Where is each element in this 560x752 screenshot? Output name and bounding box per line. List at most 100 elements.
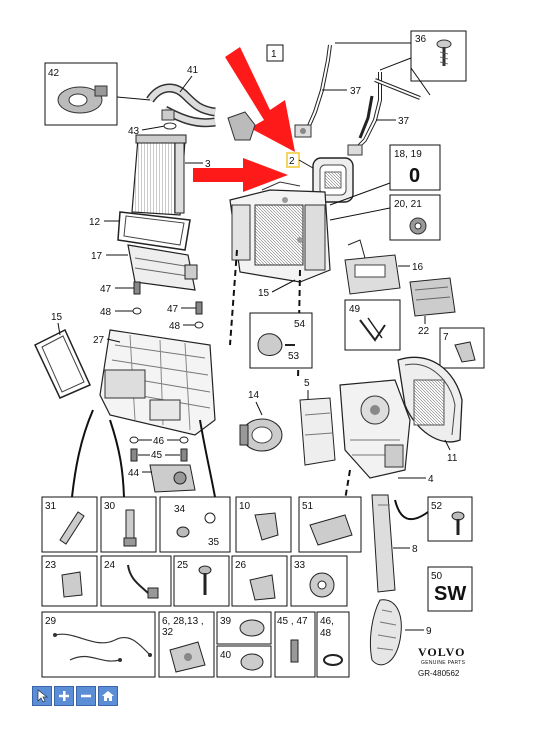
- box-40: 40: [216, 645, 272, 678]
- flap-8: [371, 494, 396, 593]
- svg-text:8: 8: [412, 544, 418, 555]
- svg-text:24: 24: [104, 560, 116, 571]
- reference-number: GR-480562: [418, 669, 460, 678]
- box-1: 1: [266, 44, 284, 62]
- minus-icon: [81, 694, 91, 698]
- svg-text:45: 45: [151, 450, 163, 461]
- svg-text:SW: SW: [434, 583, 466, 605]
- svg-text:33: 33: [294, 560, 306, 571]
- svg-text:7: 7: [443, 332, 449, 343]
- hose-41: [146, 83, 216, 128]
- svg-text:36: 36: [415, 34, 427, 45]
- box-18-19: 18, 19 0: [389, 144, 441, 191]
- clip-icon: [454, 341, 476, 363]
- svg-text:31: 31: [45, 501, 57, 512]
- highlight-arrow-upper: [225, 47, 295, 152]
- pipe-end-fitting: [347, 144, 363, 156]
- box-45-47: 45 , 47: [274, 611, 316, 678]
- svg-text:45 , 47: 45 , 47: [277, 616, 308, 627]
- svg-text:48: 48: [169, 321, 181, 332]
- svg-text:27: 27: [93, 335, 105, 346]
- box-23: 23: [41, 555, 98, 607]
- duct-9: [369, 599, 402, 666]
- home-button[interactable]: [98, 686, 118, 706]
- home-icon: [102, 691, 114, 701]
- svg-text:34: 34: [174, 504, 186, 515]
- svg-text:14: 14: [248, 390, 260, 401]
- seal-ring-icon: [57, 85, 108, 114]
- svg-text:26: 26: [235, 560, 247, 571]
- svg-text:43: 43: [128, 126, 140, 137]
- seal-frame-15-left: [34, 328, 91, 399]
- svg-text:32: 32: [162, 627, 174, 638]
- svg-text:37: 37: [350, 86, 362, 97]
- svg-text:20, 21: 20, 21: [394, 199, 422, 210]
- svg-text:50: 50: [431, 571, 443, 582]
- svg-text:53: 53: [288, 351, 300, 362]
- svg-text:30: 30: [104, 501, 116, 512]
- svg-text:39: 39: [220, 616, 232, 627]
- svg-text:12: 12: [89, 217, 101, 228]
- nut-icon: [409, 217, 427, 235]
- hvac-housing-27: [99, 329, 216, 436]
- housing-part-12: [127, 244, 198, 291]
- svg-text:10: 10: [239, 501, 251, 512]
- plus-icon: [59, 691, 69, 701]
- bracket-icon: [359, 317, 386, 342]
- box-20-21: 20, 21: [389, 194, 441, 241]
- heater-core-3: [131, 134, 187, 216]
- cap-icon: [257, 333, 295, 356]
- highlight-arrow-left: [193, 158, 288, 192]
- pipe-37-lower: [353, 72, 421, 152]
- volvo-logo: VOLVO GENUINE PARTS: [418, 645, 465, 666]
- svg-text:16: 16: [412, 262, 424, 273]
- box-50: 50 SW: [427, 566, 473, 612]
- box-42: 42: [44, 62, 118, 126]
- svg-text:11: 11: [447, 453, 458, 464]
- svg-text:VOLVO: VOLVO: [418, 645, 465, 659]
- box-24: 24: [100, 555, 172, 607]
- box-10: 10: [235, 496, 292, 553]
- svg-text:54: 54: [294, 319, 306, 330]
- box-49: 49: [344, 299, 401, 351]
- screw-icon: [436, 39, 452, 66]
- control-module-16: [344, 239, 401, 295]
- box-54-53: 54 53: [249, 312, 313, 369]
- svg-text:47: 47: [167, 304, 179, 315]
- callout-2-highlight: 2: [286, 152, 300, 168]
- bolt-icon: [451, 511, 465, 535]
- svg-text:40: 40: [220, 650, 232, 661]
- filter-11: [397, 356, 463, 443]
- pipe-37-upper: [306, 44, 332, 129]
- svg-text:18, 19: 18, 19: [394, 149, 422, 160]
- svg-text:46,: 46,: [320, 616, 334, 627]
- svg-text:0: 0: [409, 165, 420, 187]
- svg-text:4: 4: [428, 474, 434, 485]
- svg-text:23: 23: [45, 560, 57, 571]
- seal-frame-15: [117, 211, 191, 251]
- svg-text:46: 46: [153, 436, 165, 447]
- svg-text:42: 42: [48, 68, 60, 79]
- box-33: 33: [290, 555, 348, 607]
- svg-text:41: 41: [187, 65, 199, 76]
- svg-text:52: 52: [431, 501, 443, 512]
- svg-text:49: 49: [349, 304, 361, 315]
- svg-text:22: 22: [418, 326, 430, 337]
- expansion-valve: [294, 124, 312, 138]
- duct-part-5: [299, 397, 336, 466]
- svg-text:2: 2: [289, 156, 295, 167]
- cursor-icon: [37, 689, 48, 703]
- evaporator-assembly: [229, 181, 331, 283]
- control-module-22: [409, 277, 456, 317]
- box-25: 25: [173, 555, 230, 607]
- pointer-tool-button[interactable]: [32, 686, 52, 706]
- viewer-toolbar: [32, 686, 118, 706]
- zoom-in-button[interactable]: [54, 686, 74, 706]
- box-6-28-13-32: 6, 28,13 , 32: [158, 611, 215, 678]
- svg-text:5: 5: [304, 378, 310, 389]
- clip-part: [227, 111, 256, 141]
- box-36: 36: [410, 30, 467, 82]
- zoom-out-button[interactable]: [76, 686, 96, 706]
- filter-frame-2: [312, 157, 354, 203]
